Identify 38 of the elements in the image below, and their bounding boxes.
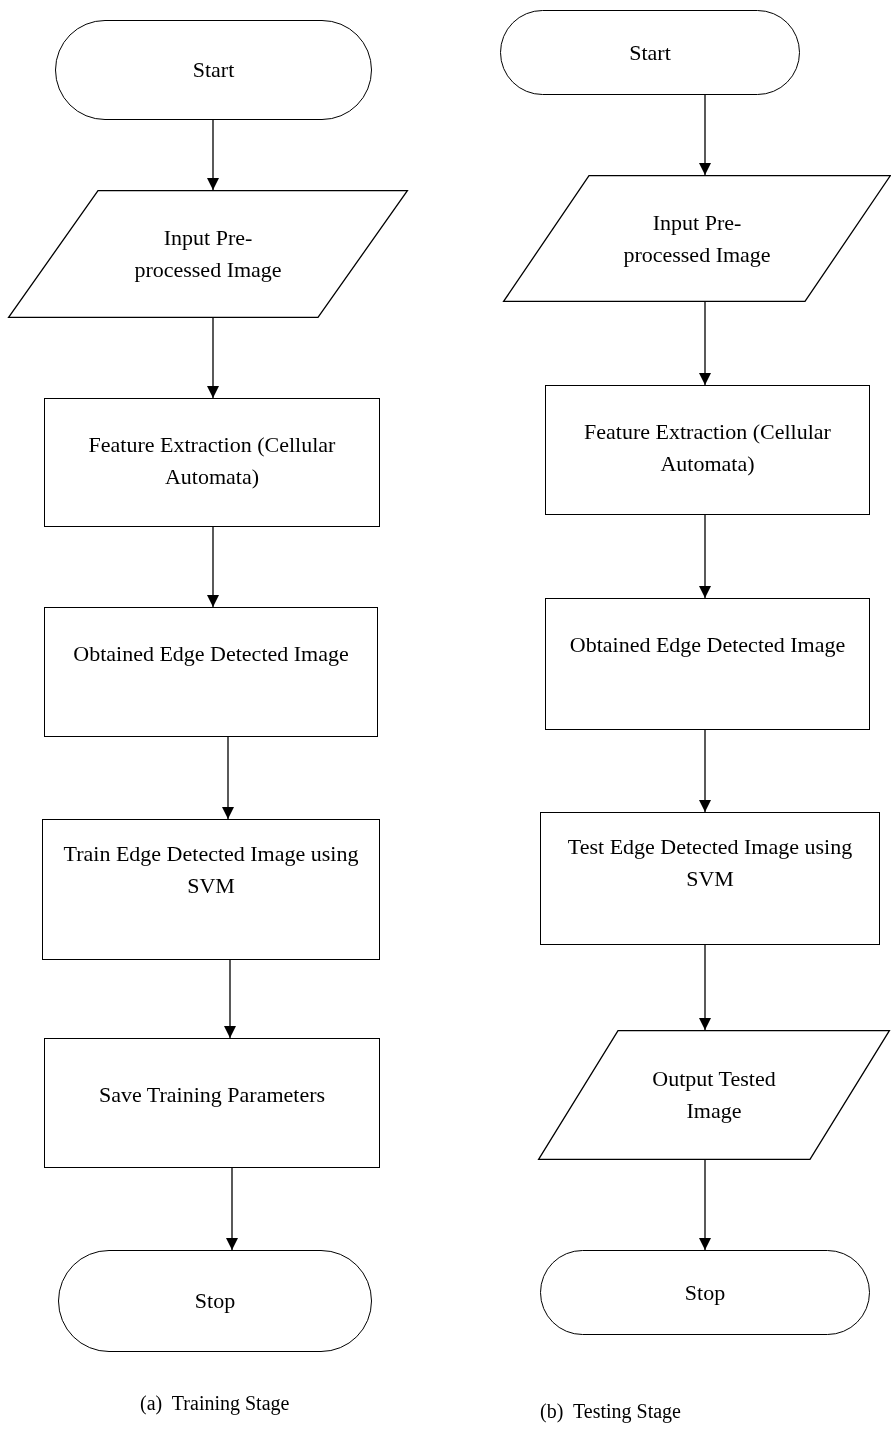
- arrow: [699, 94, 711, 176]
- step-label: Feature Extraction (Cellular Automata): [87, 431, 337, 491]
- arrow: [207, 526, 219, 608]
- process-box: [44, 398, 380, 527]
- process-box: [540, 812, 880, 945]
- arrow: [699, 1159, 711, 1251]
- arrow: [226, 1167, 238, 1251]
- step-label: Obtained Edge Detected Image: [73, 640, 349, 668]
- figure-caption: (b) Testing Stage: [540, 1400, 681, 1423]
- arrow: [699, 514, 711, 599]
- step-label: Output Tested Image: [651, 1065, 777, 1125]
- step-label: Start: [629, 38, 671, 67]
- arrow: [222, 736, 234, 820]
- step-label: Train Edge Detected Image using SVM: [62, 840, 360, 900]
- step-label: Feature Extraction (Cellular Automata): [583, 418, 832, 478]
- step-label: Input Pre-processed Image: [133, 224, 283, 284]
- arrow: [699, 301, 711, 386]
- input-output-parallelogram: [8, 190, 408, 318]
- arrow: [699, 729, 711, 813]
- step-label: Stop: [684, 1278, 726, 1307]
- step-label: Start: [192, 56, 235, 85]
- step-label: Input Pre-processed Image: [622, 208, 772, 269]
- input-output-parallelogram: [503, 175, 891, 302]
- step-label: Stop: [194, 1287, 236, 1316]
- process-box: [545, 385, 870, 515]
- input-output-parallelogram: [538, 1030, 890, 1160]
- process-box: [44, 607, 378, 737]
- process-box: [42, 819, 380, 960]
- arrow: [207, 317, 219, 399]
- step-label: Test Edge Detected Image using SVM: [566, 833, 854, 893]
- process-box: [44, 1038, 380, 1168]
- arrow: [699, 944, 711, 1031]
- figure-caption: (a) Training Stage: [140, 1392, 290, 1415]
- arrow: [207, 119, 219, 191]
- step-label: Save Training Parameters: [98, 1081, 326, 1109]
- arrow: [224, 959, 236, 1039]
- step-label: Obtained Edge Detected Image: [569, 631, 846, 659]
- process-box: [545, 598, 870, 730]
